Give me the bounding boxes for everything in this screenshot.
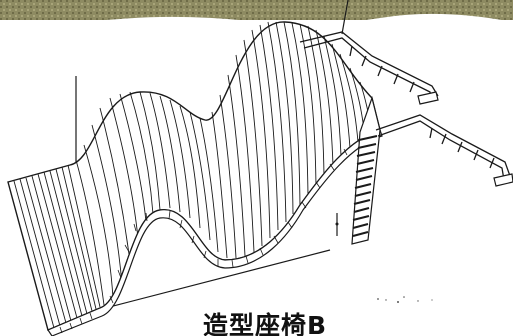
upper-foot-plate bbox=[417, 91, 439, 105]
seat-end-wall bbox=[351, 95, 381, 245]
background-photo-strip bbox=[0, 0, 513, 20]
lower-foot-plate bbox=[493, 173, 513, 187]
leader-dot bbox=[335, 222, 339, 226]
end-wall-hatching bbox=[352, 135, 378, 237]
scan-speckles bbox=[377, 296, 433, 303]
base-line bbox=[89, 249, 331, 313]
figure-caption: 造型座椅B bbox=[202, 311, 328, 336]
leader-line-frame bbox=[341, 0, 349, 35]
seat-front-edge bbox=[47, 129, 383, 336]
strip-edge bbox=[0, 13, 513, 24]
lower-support-frame bbox=[375, 114, 511, 181]
seat-slats bbox=[13, 21, 373, 329]
